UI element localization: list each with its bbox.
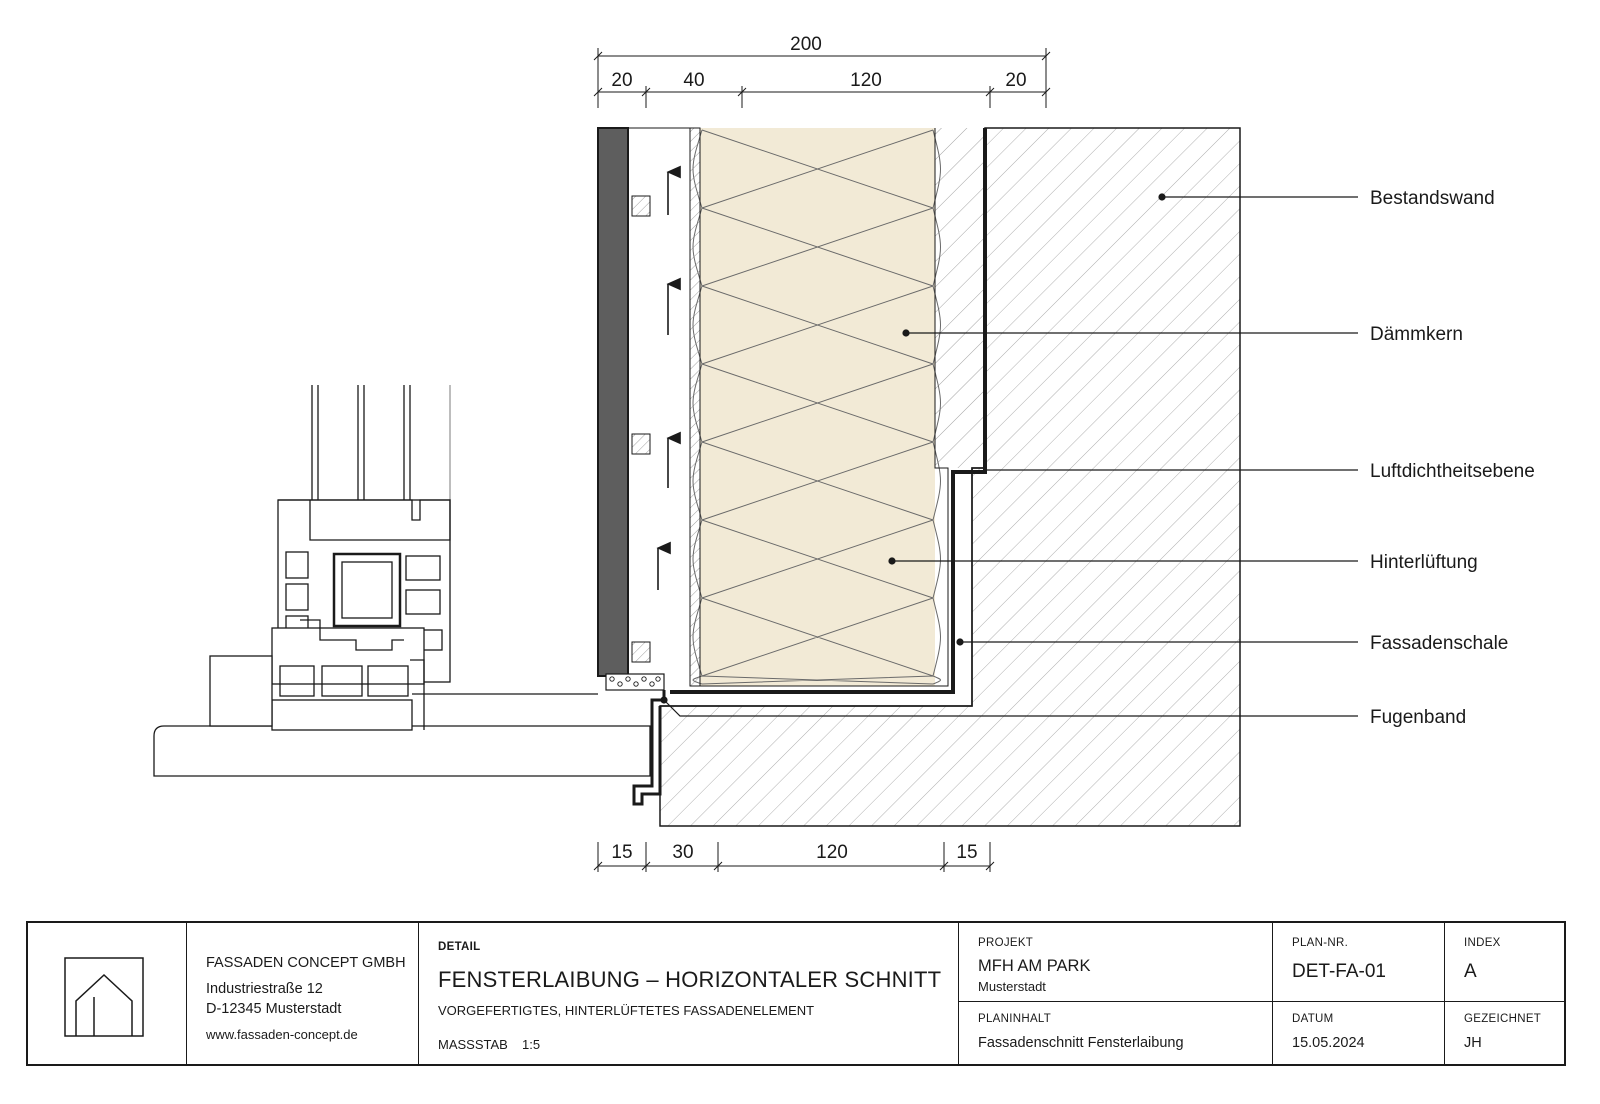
facade-cladding (597, 127, 629, 677)
ventilation-cavity (628, 127, 690, 663)
company-logo (64, 957, 144, 1037)
dim-top-seg: 20 (1005, 70, 1026, 91)
company-web[interactable]: www.fassaden-concept.de (206, 1027, 358, 1042)
drawn-value: JH (1464, 1035, 1482, 1051)
insulation-core (692, 128, 949, 687)
dim-top-seg: 40 (683, 70, 704, 91)
detail-label: DETAIL (438, 941, 481, 953)
dim-bottom-seg: 120 (816, 842, 848, 863)
plan-label: PLAN-NR. (1292, 937, 1349, 949)
content-label: PLANINHALT (978, 1013, 1052, 1025)
plan-number: DET-FA-01 (1292, 961, 1386, 982)
project-city: Musterstadt (978, 979, 1046, 994)
scale-label: MASSSTAB (438, 1037, 508, 1052)
label-bestandswand: Bestandswand (1370, 188, 1495, 209)
dim-bottom-seg: 15 (956, 842, 977, 863)
drawn-label: GEZEICHNET (1464, 1013, 1542, 1025)
label-fassadenschale: Fassadenschale (1370, 633, 1508, 654)
section-drawing: 200 20 40 120 20 15 30 120 15 Bestandswa… (153, 34, 1535, 872)
date-label: DATUM (1292, 1013, 1334, 1025)
date-value: 15.05.2024 (1292, 1035, 1365, 1051)
project-label: PROJEKT (978, 937, 1034, 949)
dim-top-seg: 120 (850, 70, 882, 91)
joint-tape (605, 673, 665, 691)
dim-top-total: 200 (790, 34, 822, 55)
label-hinterlueftung: Hinterlüftung (1370, 552, 1478, 573)
airtight-layer (670, 128, 987, 694)
wall-plaster-layer (935, 128, 983, 468)
company-name: FASSADEN CONCEPT GMBH (206, 955, 406, 971)
index-value: A (1464, 961, 1477, 982)
metal-flashing (632, 690, 666, 806)
index-label: INDEX (1464, 937, 1501, 949)
dimension-bottom (593, 842, 995, 872)
project-name: MFH AM PARK (978, 957, 1091, 975)
window-frame (153, 385, 651, 777)
drawing-title: FENSTERLAIBUNG – HORIZONTALER SCHNITT (438, 967, 942, 992)
company-city: D-12345 Musterstadt (206, 1001, 342, 1017)
house-logo-icon (64, 957, 144, 1037)
dim-top-seg: 20 (611, 70, 632, 91)
label-luftdichtheitsebene: Luftdichtheitsebene (1370, 461, 1535, 482)
dim-bottom-seg: 15 (611, 842, 632, 863)
title-block: FASSADEN CONCEPT GMBH Industriestraße 12… (26, 921, 1566, 1066)
scale-value: 1:5 (522, 1037, 541, 1052)
content-value: Fassadenschnitt Fensterlaibung (978, 1035, 1184, 1051)
leader-lines (660, 193, 1358, 717)
label-fugenband: Fugenband (1370, 707, 1466, 728)
label-daemmkern: Dämmkern (1370, 324, 1463, 345)
company-street: Industriestraße 12 (206, 981, 323, 997)
drawing-subtitle: VORGEFERTIGTES, HINTERLÜFTETES FASSADENE… (438, 1003, 815, 1018)
dimension-top (593, 48, 1051, 108)
dim-bottom-seg: 30 (672, 842, 693, 863)
osb-board (689, 127, 701, 687)
